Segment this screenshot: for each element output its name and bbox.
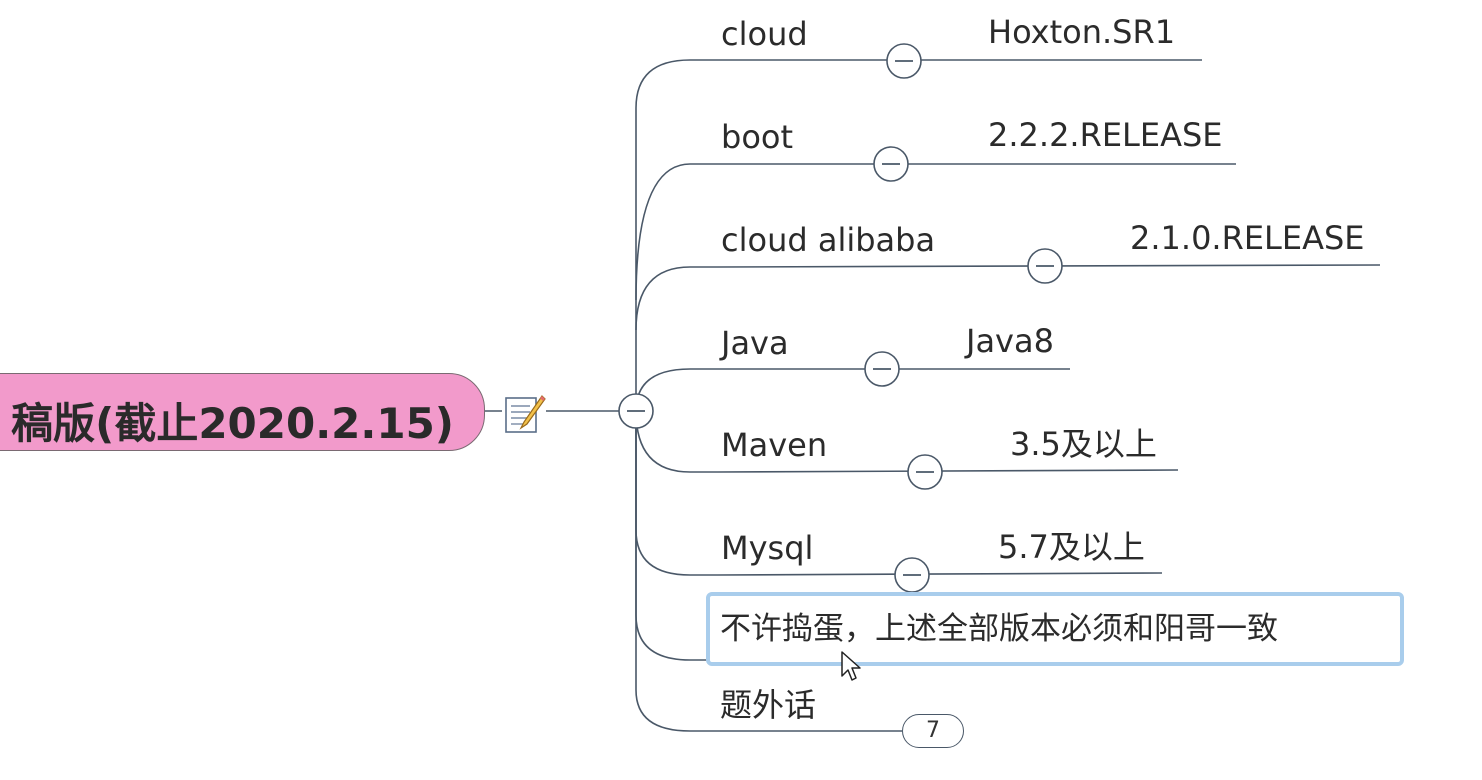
maven-collapse-toggle[interactable]	[907, 454, 943, 490]
mysql-collapse-toggle[interactable]	[894, 557, 930, 593]
underline-maven	[717, 469, 1179, 473]
branch-value-mysql[interactable]: 5.7及以上	[998, 528, 1145, 566]
branch-label-mysql[interactable]: Mysql	[721, 529, 814, 567]
cloud-collapse-toggle[interactable]	[886, 43, 922, 79]
note-pencil-icon[interactable]	[502, 392, 546, 436]
branch-label-note: 不许捣蛋，上述全部版本必须和阳哥一致	[720, 611, 1278, 647]
branch-value-maven[interactable]: 3.5及以上	[1010, 425, 1157, 463]
edge-boot	[635, 163, 718, 301]
edge-cloud	[635, 59, 718, 411]
underline-mysql	[717, 572, 1163, 576]
selected-topic[interactable]: 不许捣蛋，上述全部版本必须和阳哥一致	[706, 592, 1404, 666]
branch-label-cloud[interactable]: cloud	[721, 15, 808, 53]
hub-collapse-toggle[interactable]	[618, 393, 654, 429]
branch-label-maven[interactable]: Maven	[721, 426, 828, 464]
java-collapse-toggle[interactable]	[864, 351, 900, 387]
branch-value-java[interactable]: Java8	[966, 322, 1054, 360]
boot-collapse-toggle[interactable]	[873, 146, 909, 182]
branch-label-extra[interactable]: 题外话	[720, 686, 817, 724]
branch-label-java[interactable]: Java	[721, 324, 789, 362]
branch-value-boot[interactable]: 2.2.2.RELEASE	[988, 116, 1223, 154]
branch-label-boot[interactable]: boot	[721, 118, 794, 156]
root-topic[interactable]: 稿版(截止2020.2.15)	[0, 373, 485, 451]
edge-cloud-alibaba	[635, 266, 718, 331]
edge-extra	[635, 411, 718, 732]
branch-label-cloud-alibaba[interactable]: cloud alibaba	[721, 221, 936, 259]
edge-mysql	[635, 411, 718, 576]
collapsed-count-badge[interactable]: 7	[902, 714, 964, 748]
branch-value-cloud[interactable]: Hoxton.SR1	[988, 13, 1176, 51]
cloud-alibaba-collapse-toggle[interactable]	[1027, 248, 1063, 284]
mouse-cursor-icon	[841, 651, 861, 681]
root-topic-label: 稿版(截止2020.2.15)	[11, 399, 454, 448]
branch-value-cloud-alibaba[interactable]: 2.1.0.RELEASE	[1130, 219, 1365, 257]
edge-note	[635, 411, 710, 661]
